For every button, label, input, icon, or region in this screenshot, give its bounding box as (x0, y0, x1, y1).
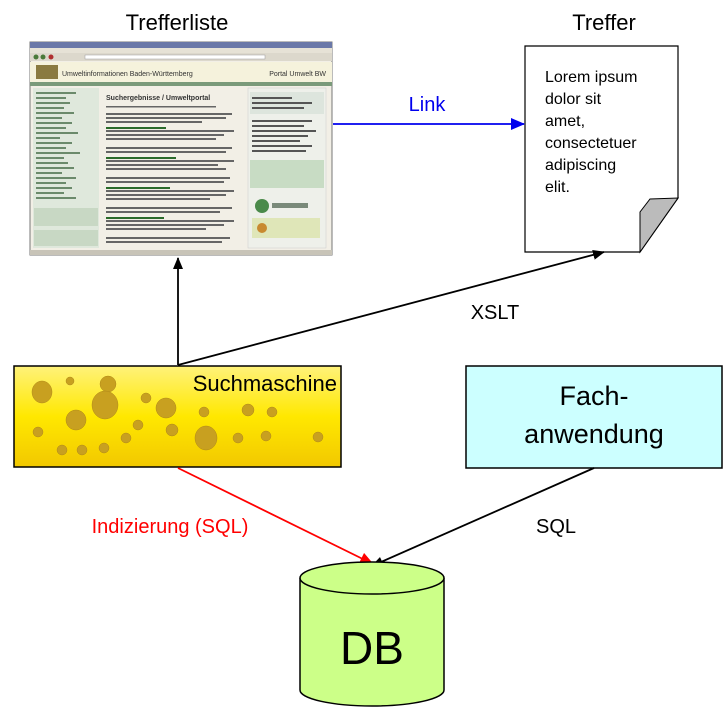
indexing-label: Indizierung (SQL) (92, 516, 249, 538)
screenshot-header-left: Umweltinformationen Baden-Württemberg (62, 71, 193, 78)
result-document-text: Lorem ipsum dolor sit amet, consectetuer… (545, 69, 642, 196)
title-results-list: Trefferliste (126, 10, 229, 35)
result-line: elit. (545, 179, 570, 196)
application-label-line1: Fach- (559, 381, 628, 411)
result-line: amet, (545, 113, 585, 130)
database-node: DB (299, 561, 445, 707)
xslt-arrow (177, 249, 605, 366)
screenshot-heading: Suchergebnisse / Umweltportal (106, 95, 210, 102)
cheese-holes (31, 375, 324, 456)
application-label-line2: anwendung (524, 419, 664, 449)
application-node: Fach- anwendung (465, 365, 723, 469)
sql-label: SQL (536, 516, 576, 538)
result-line: Lorem ipsum (545, 69, 637, 86)
search-engine-node: Suchmaschine (13, 365, 342, 468)
result-line: adipiscing (545, 157, 616, 174)
result-line: dolor sit (545, 91, 602, 108)
database-label: DB (340, 622, 404, 674)
indexing-arrow (177, 467, 374, 565)
title-result: Treffer (572, 10, 636, 35)
xslt-label: XSLT (471, 302, 520, 324)
search-engine-label: Suchmaschine (193, 371, 337, 396)
screenshot-header-right: Portal Umwelt BW (269, 71, 326, 78)
result-line: consectetuer (545, 135, 637, 152)
results-list-screenshot: Umweltinformationen Baden-Württemberg Po… (29, 41, 333, 256)
sql-arrow (371, 467, 595, 567)
result-document: Lorem ipsum dolor sit amet, consectetuer… (524, 45, 679, 254)
link-label: Link (409, 94, 447, 116)
